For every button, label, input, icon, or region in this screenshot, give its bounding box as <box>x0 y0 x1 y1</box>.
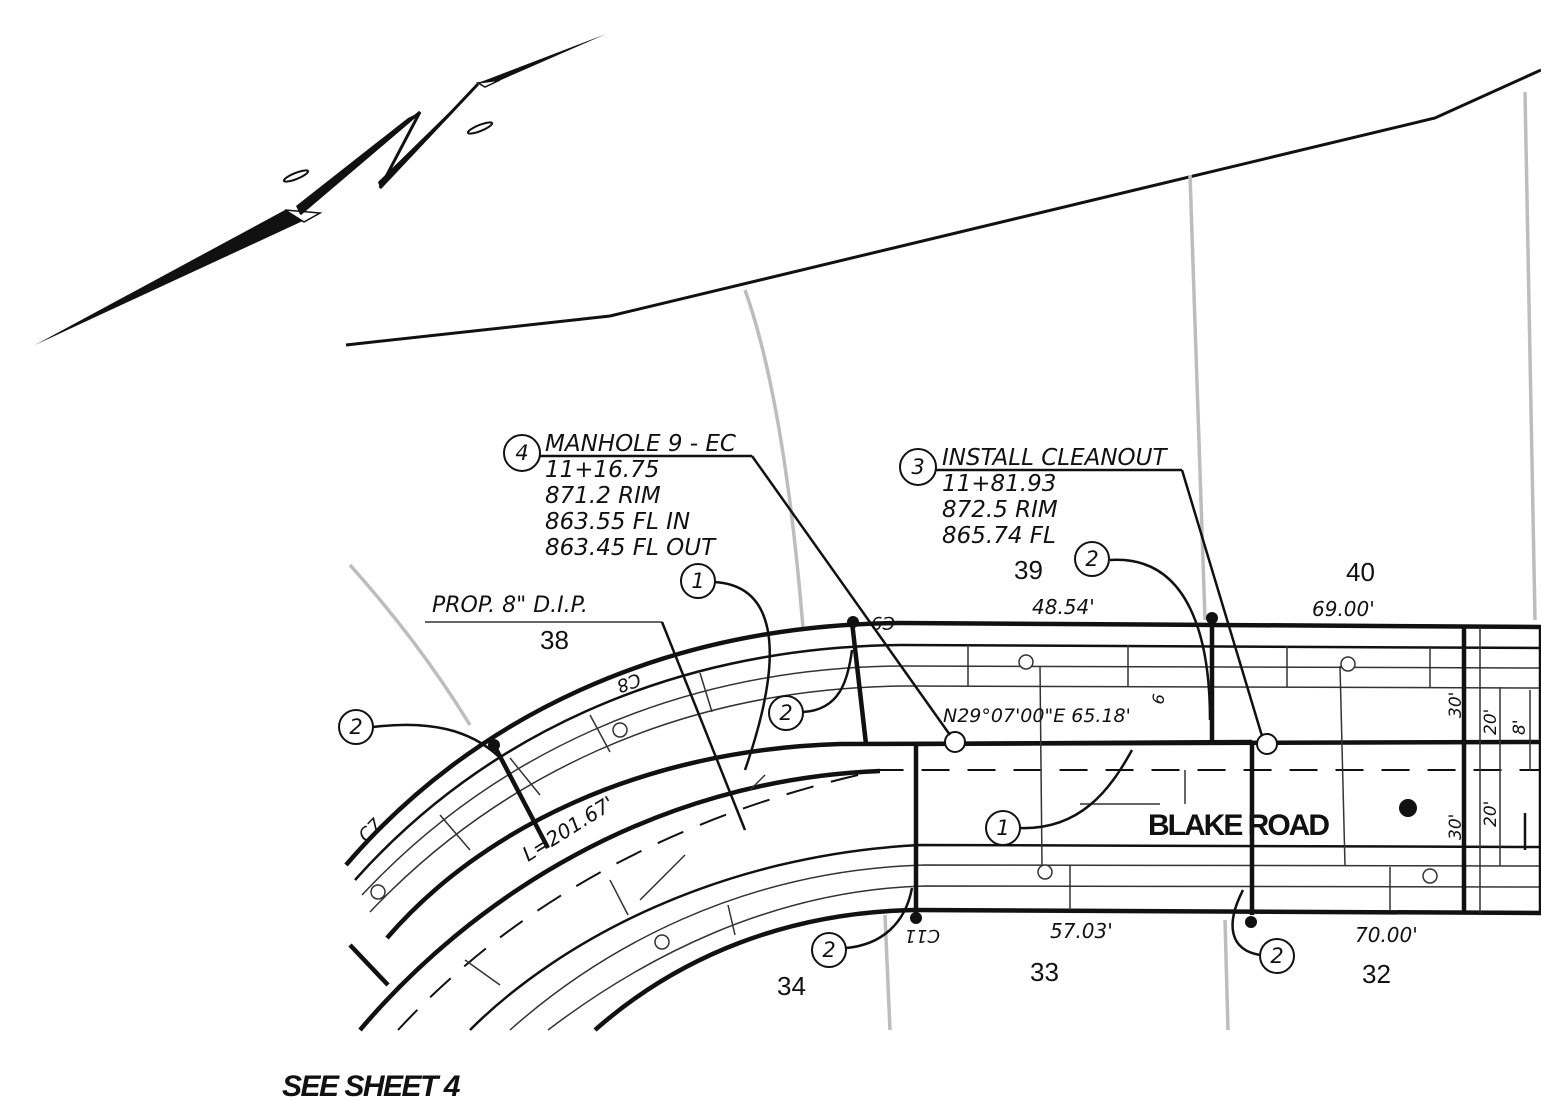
dim-row-north: 30' <box>1446 692 1466 718</box>
callout-bubbles: 4 3 1 1 2 2 2 2 2 <box>338 434 1295 974</box>
structures <box>370 612 1438 950</box>
dim-row-south: 30' <box>1446 814 1466 840</box>
lot-numbers: 38 39 40 34 33 32 <box>540 555 1391 1001</box>
dim-pave-north: 20' <box>1481 709 1501 735</box>
manhole-note: MANHOLE 9 - EC 11+16.75 871.2 RIM 863.55… <box>545 431 736 561</box>
manhole-callout-number: 4 <box>515 441 528 465</box>
lot-38: 38 <box>540 625 569 655</box>
road-geometry <box>344 618 1541 1032</box>
lot-39: 39 <box>1014 555 1043 585</box>
lot-34: 34 <box>777 971 806 1001</box>
pipe-label: PROP. 8" D.I.P. <box>432 593 588 618</box>
dim-bearing: N29°07'00"E 65.18' <box>943 705 1131 727</box>
dim-walk: 8' <box>1510 720 1530 736</box>
manhole-fl-in: 863.55 FL IN <box>545 509 690 535</box>
cleanout-callout-number: 3 <box>911 455 924 479</box>
sheet-reference: SEE SHEET 4 <box>282 1070 461 1101</box>
keynote-2-e: 2 <box>1270 944 1283 968</box>
cleanout-fl: 865.74 FL <box>942 523 1056 549</box>
dim-pave-south: 20' <box>1481 801 1501 827</box>
keynote-2-c: 2 <box>779 701 792 725</box>
keynote-2-b: 2 <box>349 715 362 739</box>
dim-lot40: 69.00' <box>1312 597 1375 621</box>
dim-bearing-tick: 6 <box>1148 692 1168 705</box>
keynote-2-a: 2 <box>1085 547 1098 571</box>
manhole-fl-out: 863.45 FL OUT <box>545 535 717 561</box>
cleanout-rim: 872.5 RIM <box>942 497 1058 523</box>
dim-arc-length: L=201.67' <box>518 791 618 866</box>
manhole-rim: 871.2 RIM <box>545 483 661 509</box>
manhole-station: 11+16.75 <box>545 457 659 483</box>
road-name: BLAKE ROAD <box>1148 809 1329 842</box>
curve-c11: C11 <box>905 925 940 946</box>
side-lot-lines <box>348 91 1537 1031</box>
cleanout-title: INSTALL CLEANOUT <box>942 445 1168 471</box>
leader-lines <box>372 454 1264 957</box>
cleanout-station: 11+81.93 <box>942 471 1056 497</box>
curve-c9: C9 <box>871 612 895 633</box>
manhole-title: MANHOLE 9 - EC <box>545 431 736 457</box>
lot-40: 40 <box>1346 557 1375 587</box>
north-arrow-icon <box>35 34 606 345</box>
lot-32: 32 <box>1362 959 1391 989</box>
lot-33: 33 <box>1030 957 1059 987</box>
keynote-1-a: 1 <box>691 569 704 593</box>
keynote-2-d: 2 <box>822 938 835 962</box>
dim-lot39: 48.54' <box>1032 595 1095 619</box>
curve-c7: C7 <box>355 814 387 846</box>
rear-lot-line <box>345 68 1541 347</box>
cleanout-note: INSTALL CLEANOUT 11+81.93 872.5 RIM 865.… <box>942 445 1168 549</box>
keynote-1-b: 1 <box>996 816 1009 840</box>
dim-lot33: 57.03' <box>1050 919 1113 943</box>
dim-lot32: 70.00' <box>1355 923 1418 947</box>
